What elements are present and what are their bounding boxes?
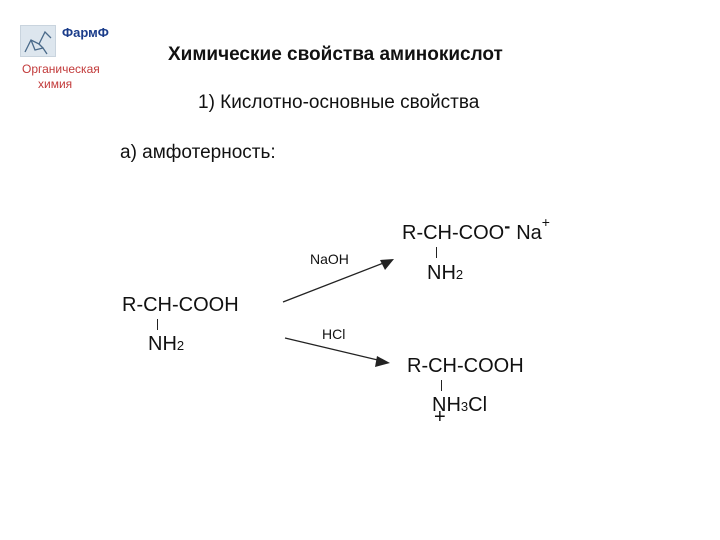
logo-subtitle-line2: химия	[38, 77, 73, 91]
section-heading: а) амфотерность:	[120, 142, 276, 163]
product-base-bond	[436, 247, 437, 258]
product-acid-formula: R-CH-COOH	[407, 355, 524, 377]
molecule-icon	[24, 30, 52, 55]
product-base-formula: R-CH-COO-Na+	[402, 214, 550, 244]
reagent-acid-label: HCl	[322, 326, 346, 342]
product-acid-plus-charge: +	[434, 406, 446, 428]
reactant-amine: NH2	[148, 333, 185, 355]
reactant-bond	[157, 319, 158, 330]
logo-image	[20, 25, 56, 57]
product-acid-bond	[441, 380, 442, 391]
arrowhead-base	[380, 259, 394, 270]
reactant-formula: R-CH-COOH	[122, 294, 239, 316]
page-subtitle: 1) Кислотно-основные свойства	[198, 92, 480, 113]
page-title: Химические свойства аминокислот	[168, 44, 503, 65]
product-acid-amine: NH3Cl	[432, 394, 488, 416]
arrow-to-base-product	[282, 261, 387, 303]
arrow-to-acid-product	[284, 337, 383, 362]
logo-label: ФармФ	[62, 25, 109, 40]
arrowhead-acid	[375, 356, 390, 367]
product-base-amine: NH2	[427, 262, 464, 284]
logo-subtitle-line1: Органическая	[22, 62, 100, 76]
reagent-base-label: NaOH	[310, 251, 349, 267]
